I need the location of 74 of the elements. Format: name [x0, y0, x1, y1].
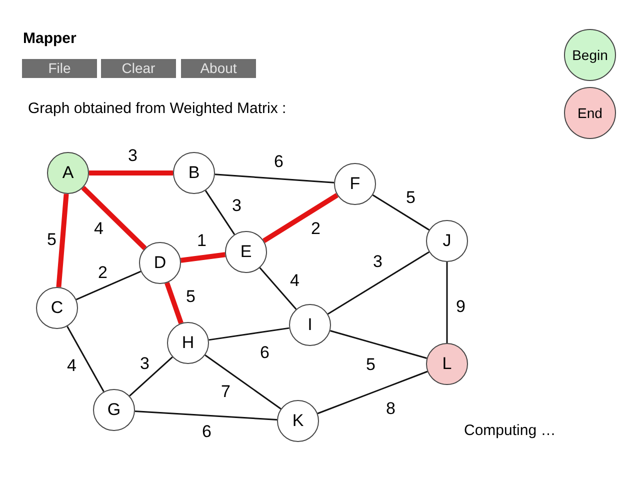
node-label: E	[240, 241, 252, 264]
graph-node	[167, 322, 209, 364]
edge-line	[208, 327, 290, 341]
graph-node	[334, 163, 376, 205]
node-label: F	[350, 173, 360, 196]
node-label: L	[442, 353, 452, 376]
node-label: I	[308, 314, 312, 336]
app-title: Mapper	[23, 29, 76, 49]
menu-button: About	[181, 59, 256, 78]
edge-line	[129, 356, 173, 396]
edge-line	[259, 267, 297, 310]
edge-label: 5	[185, 288, 196, 305]
graph-node	[173, 152, 215, 194]
edge-line	[180, 252, 226, 263]
graph-node	[225, 231, 267, 273]
edge-label: 3	[139, 355, 150, 372]
node-label: H	[182, 332, 194, 354]
edge-line	[446, 262, 448, 343]
menu-button: Clear	[101, 59, 176, 78]
edge-label: 3	[231, 197, 242, 214]
edge-label: 6	[273, 153, 284, 170]
node-label: End	[578, 104, 602, 122]
graph-node	[47, 152, 89, 194]
edge-label: 5	[405, 189, 416, 206]
edge-label: 5	[46, 231, 58, 248]
edge-line	[317, 370, 428, 414]
graph-node	[277, 400, 319, 442]
node-label: C	[50, 297, 64, 320]
edge-label: 6	[259, 344, 270, 361]
edge-line	[81, 186, 147, 250]
node-label: G	[107, 399, 121, 422]
edge-label: 1	[196, 232, 208, 249]
edge-line	[56, 194, 69, 288]
menu-button: File	[22, 59, 97, 78]
edge-line	[89, 170, 173, 176]
edge-label: 7	[220, 383, 232, 400]
status-text: Computing …	[464, 421, 556, 441]
edge-label: 4	[66, 357, 78, 374]
graph-node	[93, 389, 135, 431]
edge-line	[214, 174, 334, 184]
node-label: B	[188, 162, 200, 184]
graph-node	[564, 87, 616, 139]
edge-line	[164, 282, 184, 324]
edge-label: 5	[365, 356, 376, 373]
edge-label: 4	[289, 272, 300, 289]
caption-text: Graph obtained from Weighted Matrix :	[28, 99, 286, 119]
edge-line	[204, 190, 236, 235]
edge-label: 2	[97, 264, 108, 281]
node-label: Begin	[572, 46, 608, 65]
graph-node	[139, 242, 181, 284]
edge-label: 3	[127, 147, 138, 164]
edge-line	[372, 194, 430, 231]
edge-label: 4	[93, 220, 104, 237]
graph-node	[426, 343, 468, 385]
node-label: D	[154, 252, 166, 274]
edge-line	[134, 410, 278, 420]
edge-label: 2	[310, 220, 322, 237]
graph-node	[36, 287, 78, 329]
edge-line	[262, 193, 338, 243]
graph-node	[564, 29, 616, 81]
edge-label: 8	[385, 400, 396, 417]
graph-node	[426, 220, 468, 262]
edge-line	[76, 270, 142, 300]
node-label: K	[292, 410, 304, 432]
graph-node	[289, 304, 331, 346]
edge-line	[66, 326, 104, 392]
edge-label: 9	[455, 298, 466, 315]
node-label: A	[62, 162, 74, 184]
edge-label: 6	[201, 423, 212, 440]
node-label: J	[442, 230, 452, 252]
edge-label: 3	[372, 253, 384, 270]
edge-line	[204, 354, 282, 410]
edge-line	[330, 330, 427, 359]
edge-line	[328, 251, 430, 315]
